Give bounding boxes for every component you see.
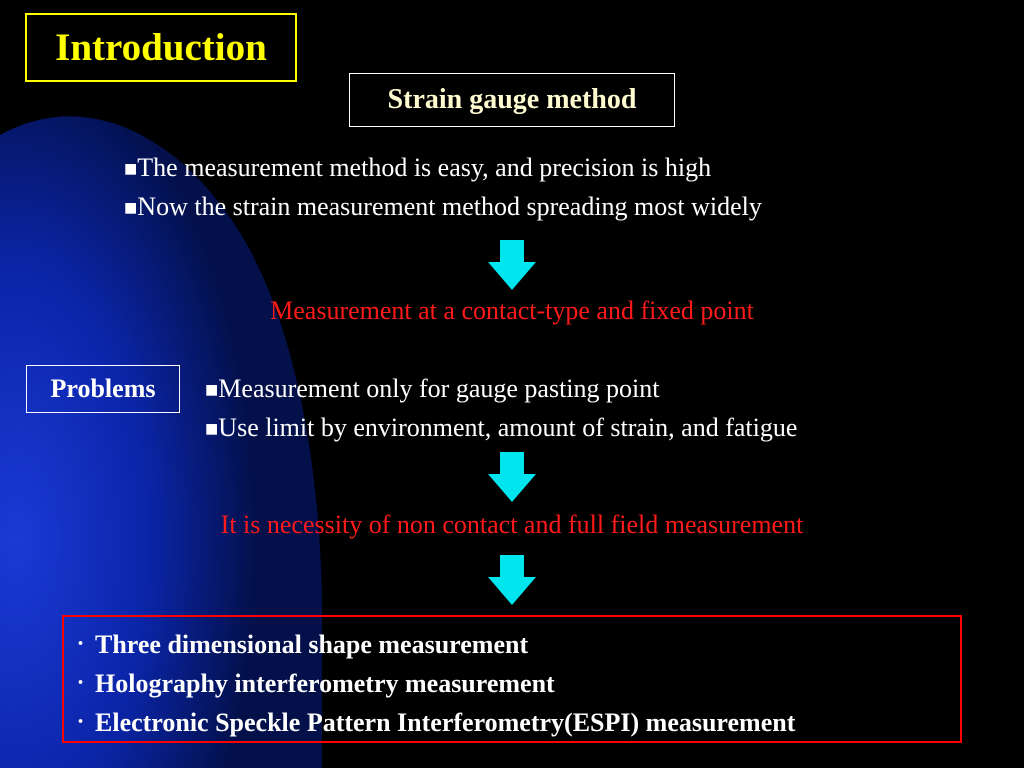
square-bullet-icon: ■	[124, 156, 138, 181]
dot-bullet-icon: ･	[76, 634, 85, 654]
conclusion-contact-point: Measurement at a contact-type and fixed …	[270, 296, 754, 325]
conclusion-non-contact: It is necessity of non contact and full …	[220, 510, 804, 539]
dot-bullet-icon: ･	[76, 673, 85, 693]
problems-list: ■Measurement only for gauge pasting poin…	[205, 370, 797, 448]
slide-title: Introduction	[55, 26, 267, 69]
list-item: ･Three dimensional shape measurement	[76, 630, 529, 659]
problems-label: Problems	[50, 374, 156, 403]
methods-box: ･Three dimensional shape measurement ･Ho…	[62, 615, 962, 743]
square-bullet-icon: ■	[124, 195, 138, 220]
list-item: ■Now the strain measurement method sprea…	[124, 192, 762, 221]
title-box: Introduction	[25, 13, 297, 82]
down-arrow-icon	[488, 555, 536, 605]
square-bullet-icon: ■	[205, 377, 219, 402]
dot-bullet-icon: ･	[76, 712, 85, 732]
list-item: ■The measurement method is easy, and pre…	[124, 153, 712, 182]
method-label-box: Strain gauge method	[349, 73, 675, 127]
list-item: ･Electronic Speckle Pattern Interferomet…	[76, 708, 796, 737]
square-bullet-icon: ■	[205, 416, 219, 441]
list-item: ■Measurement only for gauge pasting poin…	[205, 374, 660, 403]
list-item: ･Holography interferometry measurement	[76, 669, 555, 698]
method-label: Strain gauge method	[387, 84, 637, 115]
down-arrow-icon	[488, 452, 536, 502]
list-item: ■Use limit by environment, amount of str…	[205, 413, 798, 442]
problems-label-box: Problems	[26, 365, 180, 413]
down-arrow-icon	[488, 240, 536, 290]
advantages-list: ■The measurement method is easy, and pre…	[124, 149, 762, 227]
